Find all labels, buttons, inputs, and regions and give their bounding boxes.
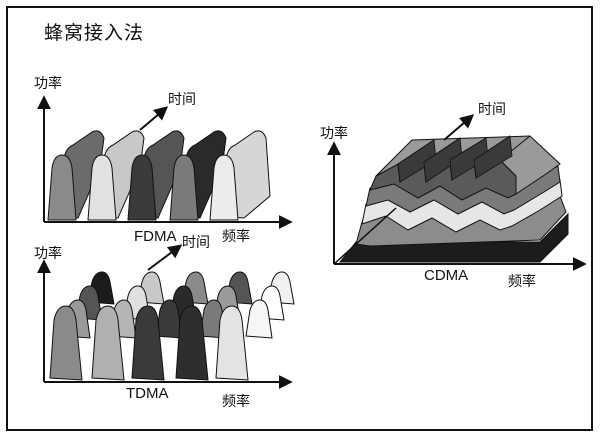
cdma-panel: 功率 时间 CDMA 频率 (320, 102, 587, 290)
fdma-channel-4 (169, 130, 227, 221)
cdma-time-axis (443, 114, 475, 141)
tdma-power-label: 功率 (34, 245, 62, 262)
cdma-frequency-label: 频率 (508, 273, 536, 290)
tdma-row-front (49, 305, 249, 381)
fdma-time-axis (139, 106, 169, 131)
fdma-time-label: 时间 (168, 92, 196, 108)
cdma-ridge-shades (397, 135, 513, 183)
fdma-channel-5 (209, 130, 271, 221)
fdma-channel-1 (47, 130, 105, 221)
fdma-panel: 功率 时间 FDMA 频率 (34, 75, 293, 245)
cdma-time-label: 时间 (478, 102, 506, 118)
cdma-layer-base (338, 212, 569, 263)
diagram-title: 蜂窝接入法 (44, 22, 145, 44)
tdma-panel: 功率 时间 TDMA 频率 (34, 235, 295, 410)
fdma-name-label: FDMA (134, 228, 177, 245)
tdma-frequency-label: 频率 (222, 393, 250, 410)
cdma-name-label: CDMA (424, 267, 468, 284)
fdma-channel-3 (127, 130, 185, 221)
fdma-channel-2 (87, 130, 145, 221)
fdma-frequency-label: 频率 (222, 228, 250, 245)
tdma-time-axis (147, 244, 183, 271)
cdma-depth-line (333, 207, 397, 265)
tdma-time-label: 时间 (182, 235, 210, 251)
fdma-power-label: 功率 (34, 75, 62, 92)
cdma-power-label: 功率 (320, 125, 348, 142)
tdma-name-label: TDMA (126, 385, 169, 402)
